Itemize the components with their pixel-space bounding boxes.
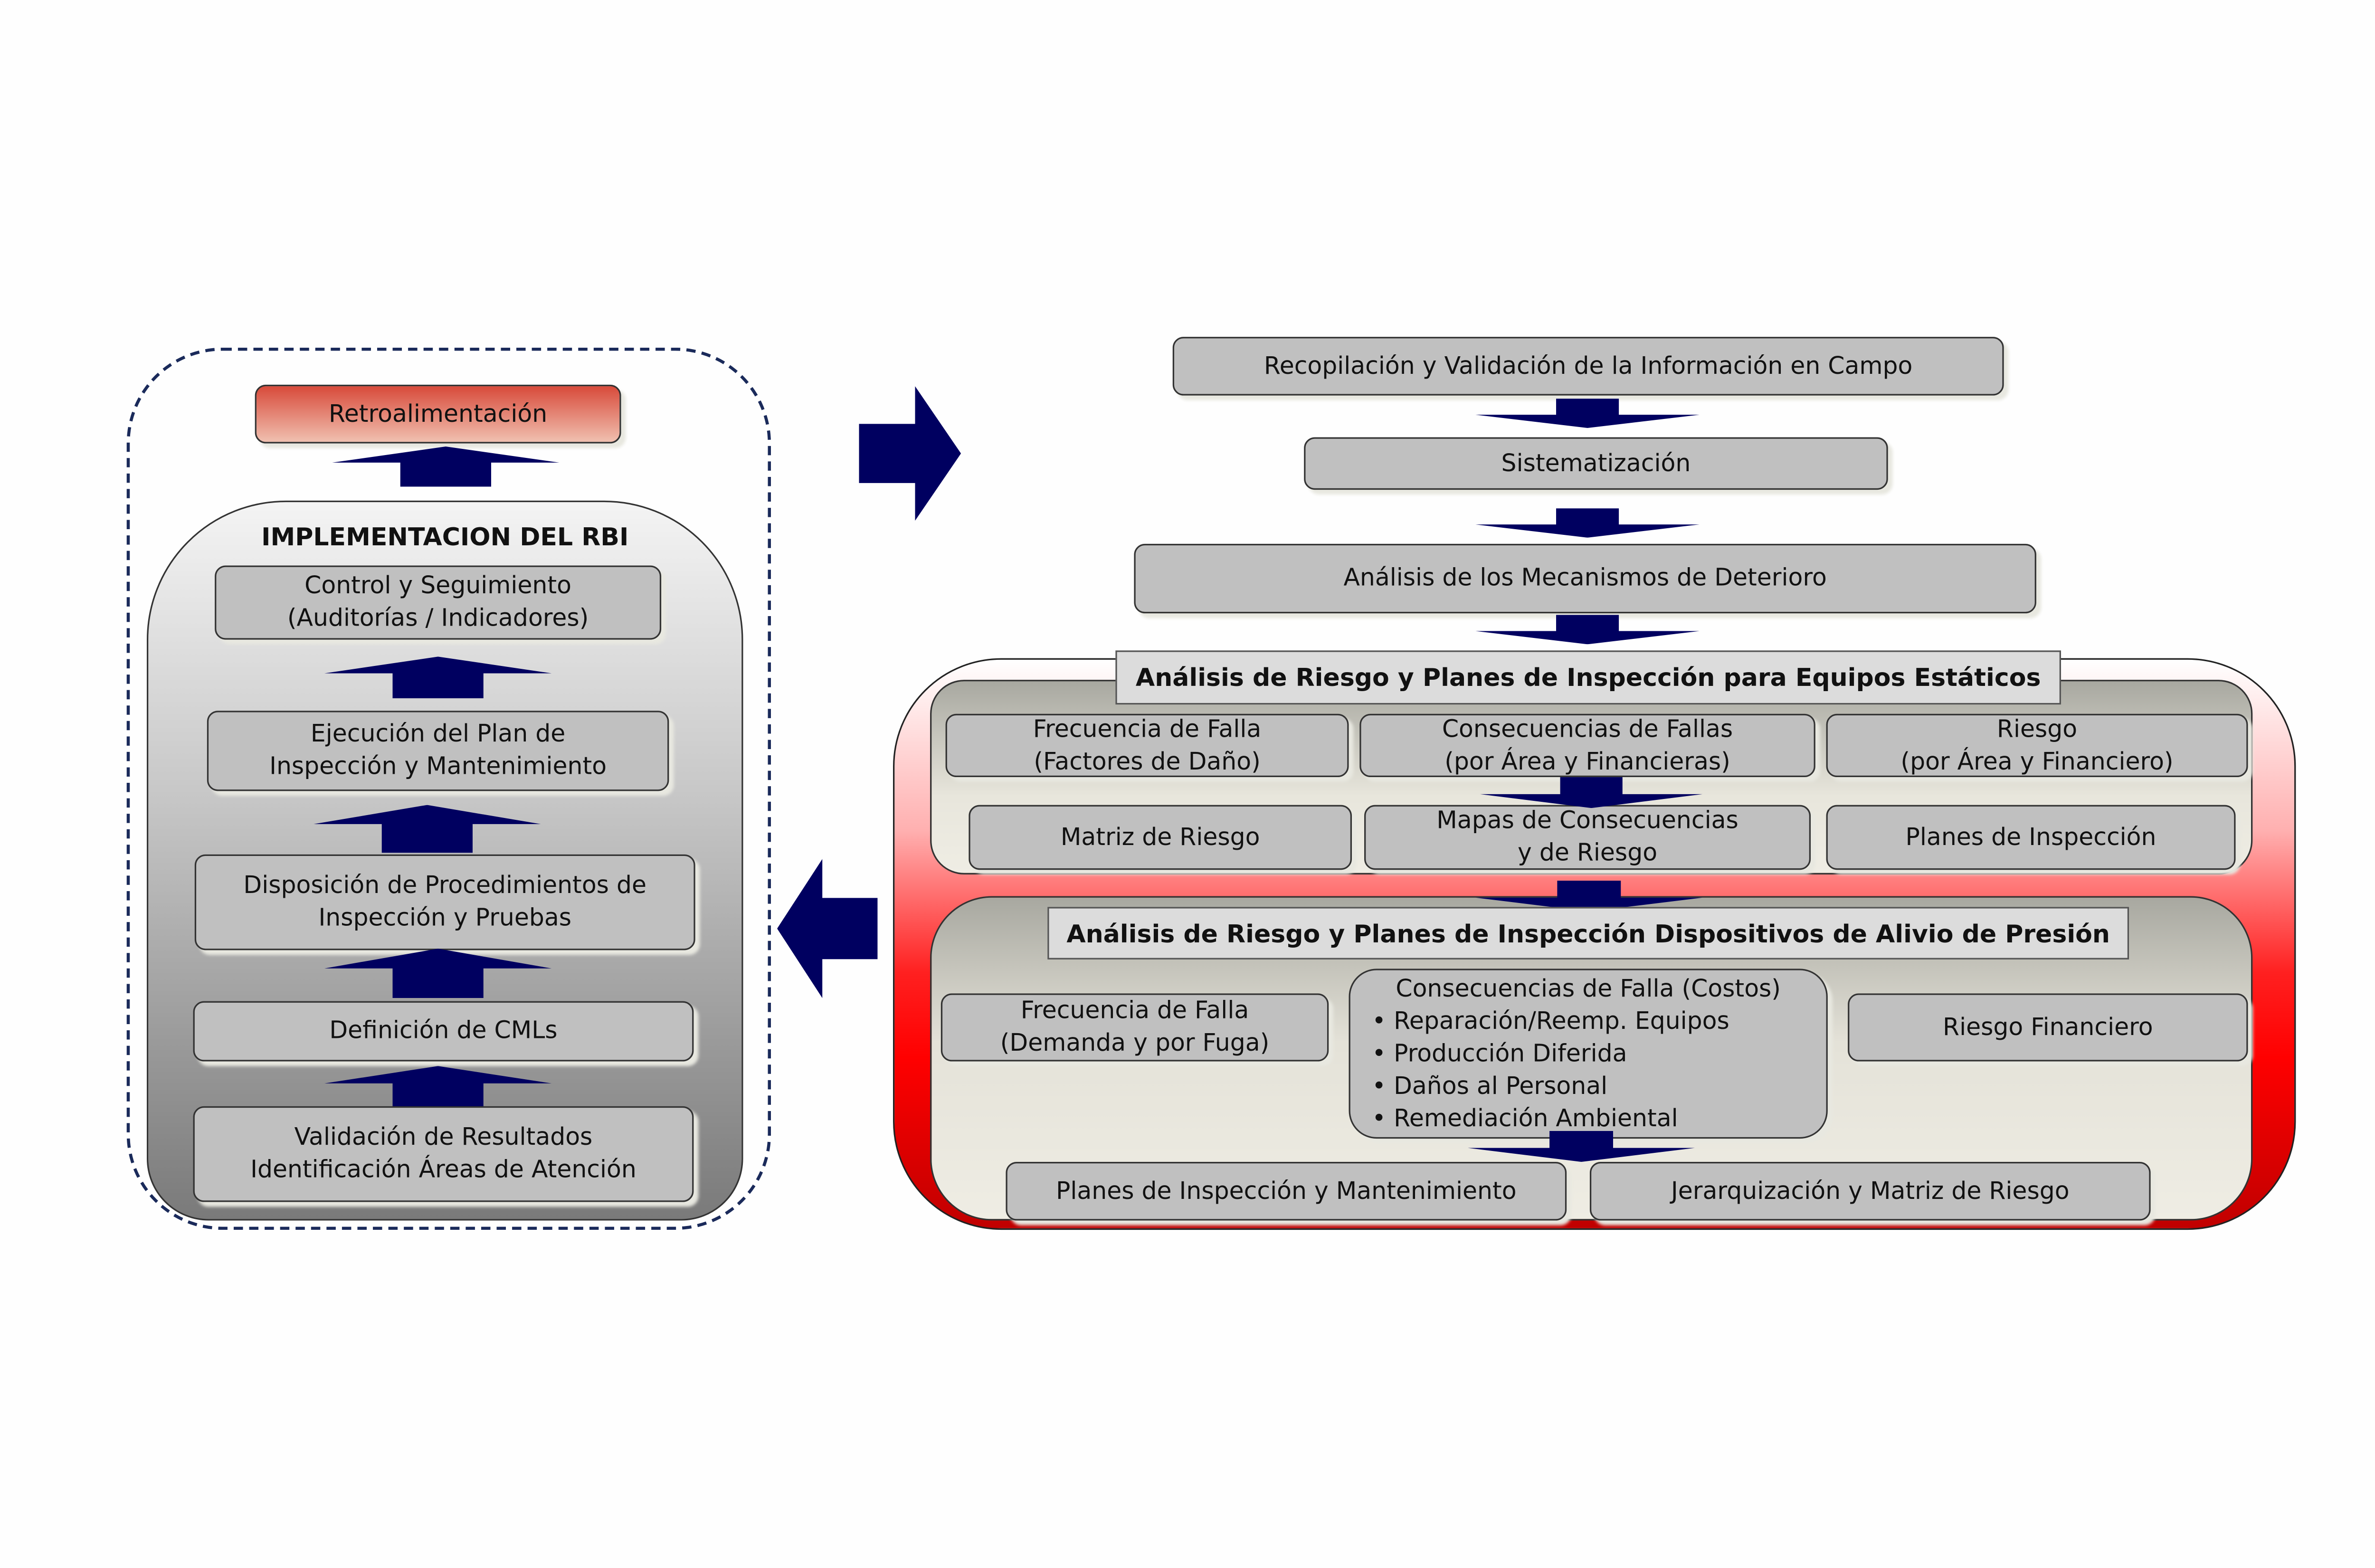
text-line: Recopilación y Validación de la Informac… (1264, 351, 1913, 380)
static-failure-frequency: Frecuencia de Falla (Factores de Daño) (945, 713, 1349, 778)
right-arrow-icon (859, 386, 961, 521)
list-item: • Producción Diferida (1372, 1039, 1627, 1068)
text-line: (Auditorías / Indicadores) (287, 604, 589, 632)
feedback-box: Retroalimentación (255, 384, 621, 444)
text-line: Frecuencia de Falla (1033, 714, 1262, 742)
text-line: Sistematización (1501, 448, 1691, 477)
relief-financial-risk: Riesgo Financiero (1848, 993, 2248, 1062)
relief-devices-title: Análisis de Riesgo y Planes de Inspecció… (1047, 907, 2129, 960)
relief-failure-frequency: Frecuencia de Falla (Demanda y por Fuga) (940, 993, 1329, 1062)
text-line: Frecuencia de Falla (1020, 996, 1249, 1025)
text-line: Control y Seguimiento (304, 571, 572, 600)
static-consequences: Consecuencias de Fallas (por Área y Finan… (1359, 713, 1815, 778)
flow-systematization: Sistematización (1304, 437, 1888, 490)
text-line: Inspección y Mantenimiento (269, 752, 607, 780)
text-line: Análisis de los Mecanismos de Deterioro (1343, 564, 1827, 592)
list-item: • Remediación Ambiental (1372, 1104, 1678, 1133)
relief-risk-ranking: Jerarquización y Matriz de Riesgo (1589, 1161, 2151, 1221)
text-line: Riesgo Financiero (1943, 1013, 2153, 1041)
flow-deterioration-analysis: Análisis de los Mecanismos de Deterioro (1134, 543, 2036, 614)
step-procedures: Disposición de Procedimientos de Inspecci… (194, 854, 695, 950)
text-line: Riesgo (1996, 714, 2078, 742)
text-line: Planes de Inspección (1905, 823, 2156, 851)
text-line: Inspección y Pruebas (318, 903, 572, 932)
down-arrow-icon (1475, 615, 1700, 645)
text-line: y de Riesgo (1517, 839, 1658, 867)
list-item: • Reparación/Reemp. Equipos (1372, 1007, 1729, 1036)
step-execution: Ejecución del Plan de Inspección y Manten… (207, 711, 669, 791)
static-consequence-maps: Mapas de Consecuencias y de Riesgo (1364, 805, 1811, 870)
list-item: • Daños al Personal (1372, 1072, 1608, 1100)
left-dashed-container (126, 347, 771, 1230)
static-inspection-plans: Planes de Inspección (1826, 805, 2236, 870)
text-line: Validación de Resultados (294, 1123, 593, 1151)
static-risk-matrix: Matriz de Riesgo (969, 805, 1352, 870)
text-line: (por Área y Financiero) (1900, 747, 2174, 775)
feedback-label: Retroalimentación (328, 399, 548, 428)
relief-consequences: Consecuencias de Falla (Costos) • Repara… (1349, 969, 1828, 1139)
text-line: Planes de Inspección y Mantenimiento (1055, 1176, 1517, 1205)
text-line: (Demanda y por Fuga) (1000, 1029, 1270, 1057)
text-line: Mapas de Consecuencias (1436, 806, 1738, 835)
down-arrow-icon (1475, 508, 1700, 538)
static-equipment-title: Análisis de Riesgo y Planes de Inspecció… (1115, 650, 2061, 705)
text-line: Ejecución del Plan de (310, 720, 566, 748)
relief-inspection-plans: Planes de Inspección y Mantenimiento (1006, 1161, 1567, 1221)
implementation-title: IMPLEMENTACION DEL RBI (261, 522, 629, 552)
down-arrow-icon (1475, 399, 1700, 428)
text-line: Identificación Áreas de Atención (250, 1155, 636, 1184)
consequences-title: Consecuencias de Falla (Costos) (1396, 975, 1781, 1003)
text-line: Matriz de Riesgo (1060, 823, 1260, 851)
text-line: (Factores de Daño) (1034, 747, 1261, 775)
step-control: Control y Seguimiento (Auditorías / Indic… (215, 565, 662, 640)
text-line: Consecuencias de Fallas (1442, 714, 1733, 742)
text-line: Definición de CMLs (329, 1017, 558, 1045)
step-cmls: Definición de CMLs (193, 1001, 694, 1062)
flow-data-collection: Recopilación y Validación de la Informac… (1172, 337, 2004, 396)
text-line: Disposición de Procedimientos de (243, 871, 647, 900)
static-risk: Riesgo (por Área y Financiero) (1826, 713, 2248, 778)
text-line: (por Área y Financieras) (1444, 747, 1730, 775)
text-line: Jerarquización y Matriz de Riesgo (1671, 1176, 2070, 1205)
consequences-list: • Reparación/Reemp. Equipos • Producción… (1350, 1006, 1729, 1135)
left-arrow-icon (777, 859, 878, 998)
